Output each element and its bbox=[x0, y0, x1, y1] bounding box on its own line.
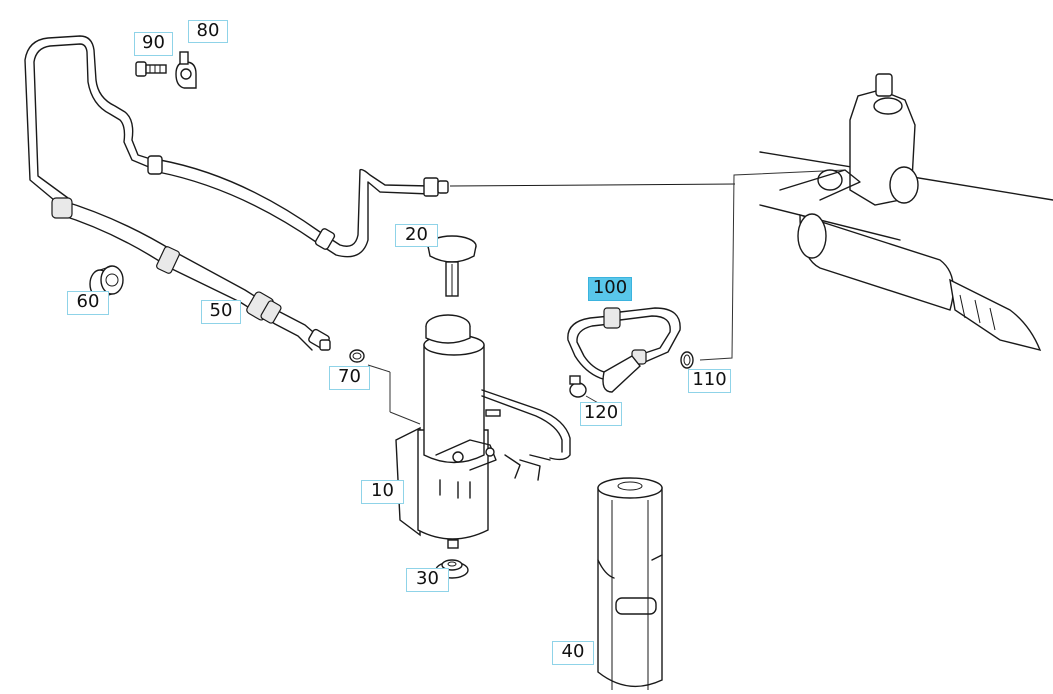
bolt-90 bbox=[135, 61, 167, 77]
pressure-hose-50 bbox=[51, 197, 331, 351]
return-hose-100 bbox=[567, 307, 681, 393]
callout-100[interactable]: 100 bbox=[588, 277, 632, 301]
callout-40[interactable]: 40 bbox=[552, 641, 594, 665]
callout-120[interactable]: 120 bbox=[580, 402, 622, 426]
callout-80[interactable]: 80 bbox=[188, 20, 228, 43]
callout-30[interactable]: 30 bbox=[406, 568, 449, 592]
clamp-80 bbox=[175, 51, 197, 89]
pressure-hose-upper bbox=[24, 35, 736, 258]
callout-60[interactable]: 60 bbox=[67, 291, 109, 315]
callout-110[interactable]: 110 bbox=[688, 369, 731, 393]
steering-gear bbox=[759, 73, 1053, 352]
callout-50[interactable]: 50 bbox=[201, 300, 241, 324]
callout-20[interactable]: 20 bbox=[395, 224, 438, 247]
seal-ring-110 bbox=[680, 169, 846, 369]
sleeve-40 bbox=[597, 477, 663, 690]
seal-ring-70 bbox=[349, 349, 365, 363]
callout-90[interactable]: 90 bbox=[134, 32, 173, 56]
reservoir-10 bbox=[367, 314, 571, 549]
callout-70[interactable]: 70 bbox=[329, 366, 370, 390]
hose-clamp-120 bbox=[569, 375, 601, 405]
callout-10[interactable]: 10 bbox=[361, 480, 404, 504]
reservoir-cap-20 bbox=[427, 235, 477, 297]
